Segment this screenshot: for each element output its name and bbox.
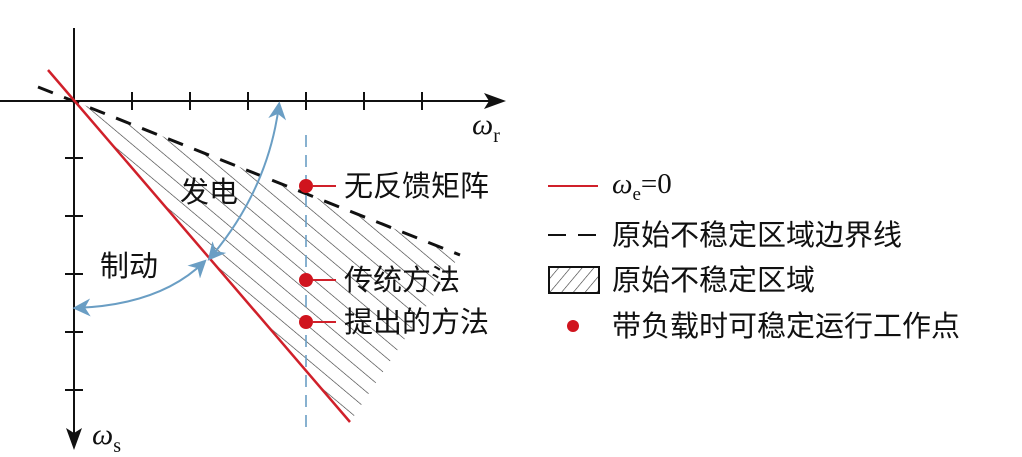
legend-red-dot-swatch: [548, 311, 598, 341]
braking-label: 制动: [100, 249, 159, 283]
x-axis: [0, 92, 506, 110]
y-axis-label: ωs: [92, 418, 121, 457]
legend-item-stable-point: 带负载时可稳定运行工作点: [548, 309, 960, 343]
unstable-region: [74, 101, 460, 422]
operating-point-no-feedback: [299, 179, 336, 193]
legend-dashed-line-swatch: [548, 220, 598, 250]
legend-label-we-zero: ωe=0: [612, 167, 672, 205]
x-axis-label: ωr: [472, 108, 500, 147]
legend-label-boundary: 原始不稳定区域边界线: [612, 217, 903, 252]
point-label-proposed: 提出的方法: [344, 305, 490, 339]
legend-label-stable-point: 带负载时可稳定运行工作点: [612, 308, 961, 343]
legend-label-unstable-region: 原始不稳定区域: [612, 262, 816, 297]
legend-item-unstable-region: 原始不稳定区域: [548, 263, 815, 297]
point-label-no-feedback: 无反馈矩阵: [344, 169, 490, 203]
braking-arc-arrow: [72, 259, 207, 317]
legend-item-we-zero: ωe=0: [548, 167, 672, 205]
point-label-traditional: 传统方法: [344, 263, 461, 297]
operating-point-proposed: [299, 315, 336, 329]
legend-item-boundary: 原始不稳定区域边界线: [548, 218, 902, 252]
we-zero-line: [47, 69, 351, 423]
operating-point-traditional: [299, 273, 336, 287]
generating-arc-arrow: [207, 101, 287, 261]
generating-label: 发电: [180, 175, 239, 209]
legend-hatched-swatch: [548, 265, 600, 295]
legend-red-line-swatch: [548, 171, 598, 201]
